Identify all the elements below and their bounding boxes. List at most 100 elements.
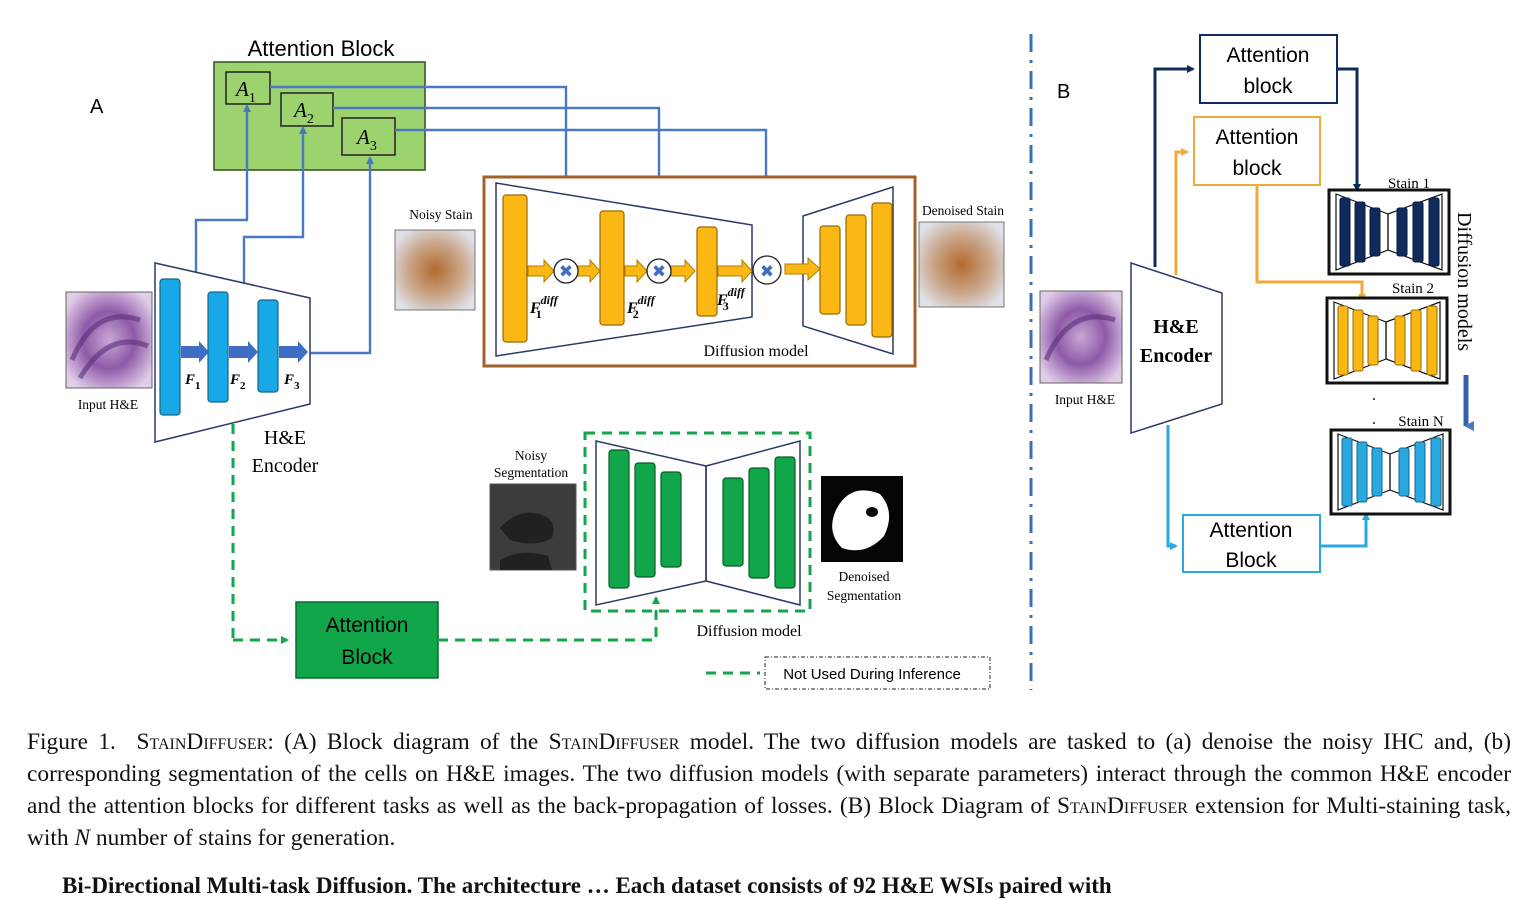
denoised-stain-image [918, 221, 1005, 308]
noisy-seg-blob [500, 512, 554, 544]
attention-a3-box [341, 117, 396, 156]
unet-up-block-3 [871, 202, 893, 338]
next-section-line: Bi-Directional Multi-task Diffusion. The… [62, 873, 1112, 898]
stain-2-label: Stain 2 [1392, 281, 1434, 297]
feature-f1: F1 [184, 372, 201, 392]
stain-n-label: Stain N [1398, 414, 1444, 430]
figure-diagram: A Attention Block A1 A2 A3 Input H&E F1 … [65, 34, 1475, 690]
sky-link-out [1320, 512, 1370, 548]
input-he-image [65, 291, 153, 389]
seg-attention-link [438, 596, 660, 642]
encoder-arrow-3 [279, 341, 308, 363]
attention-sky-label-1: Attention [1210, 519, 1293, 542]
noisy-seg-label-1: Noisy [515, 448, 548, 463]
attention-block-a [213, 61, 426, 171]
feature-f2: F2 [229, 372, 246, 392]
caption-n-variable: N [74, 825, 91, 851]
panel-b-label: B [1057, 81, 1070, 103]
svg-text:✖: ✖ [652, 262, 666, 281]
sky-link-in [1166, 425, 1178, 550]
cross-attention-nodes: ✖ ✖ ✖ [553, 255, 782, 285]
svg-text:✖: ✖ [559, 262, 573, 281]
feature-f3: F3 [283, 372, 300, 392]
unet-down-block-1 [502, 194, 528, 343]
attention-sky-label-2: Block [1225, 549, 1277, 572]
diffusion-encoder-shape [495, 182, 753, 357]
stain-n-blocks [1341, 437, 1442, 507]
noisy-seg-label-2: Segmentation [494, 465, 568, 480]
legend-box [764, 656, 991, 690]
attention-navy-label-2: block [1243, 75, 1293, 98]
stain-dot-1: . [1372, 387, 1376, 404]
he-encoder-label-2: Encoder [252, 455, 319, 477]
orange-link-out [1255, 185, 1366, 302]
stain-2-blocks [1337, 305, 1438, 376]
caption-part-2: model. The two diffusion models are task… [27, 729, 1512, 819]
attention-block-green-label-1: Attention [326, 614, 409, 637]
attention-a3-label: A3 [355, 125, 377, 154]
stain-1-blocks [1339, 197, 1440, 267]
he-encoder-b-label-1: H&E [1153, 316, 1199, 338]
denoised-seg-blob [832, 490, 890, 551]
he-encoder-b-label-2: Encoder [1140, 345, 1212, 367]
diffusion-model-label-2: Diffusion model [696, 623, 802, 640]
caption-part-4: number of stains for generation. [90, 825, 396, 851]
caption-part-1: : (A) Block diagram of the [267, 729, 549, 755]
orange-link-in [1174, 148, 1189, 275]
input-he-label-b: Input H&E [1055, 392, 1115, 407]
encoder-block-2 [207, 291, 229, 403]
diffusion-models-label: Diffusion models [1453, 212, 1475, 351]
diffusion-model-label-1: Diffusion model [703, 343, 809, 360]
attention-navy-label-1: Attention [1227, 44, 1310, 67]
stain-dot-2: . [1372, 411, 1376, 428]
input-he-texture [69, 314, 149, 380]
attention-block-green [295, 601, 439, 679]
attention-orange-label-2: block [1232, 157, 1282, 180]
unet-down-block-3 [696, 226, 718, 317]
encoder-block-3 [257, 299, 279, 393]
unet-up-block-1 [819, 225, 841, 315]
seg-diffusion-frame [583, 431, 812, 613]
svg-text:✖: ✖ [760, 262, 774, 281]
unet-up-block-2 [845, 214, 867, 326]
denoised-stain-label: Denoised Stain [922, 203, 1004, 218]
unet-flow-arrows [527, 256, 821, 284]
seg-unet-blocks [608, 449, 796, 589]
diffusion-decoder-shape [802, 185, 894, 356]
encoder-block-1 [159, 278, 181, 416]
noisy-seg-blob-2 [500, 552, 552, 570]
caption-part-3: extension for Multi-staining task, with [27, 793, 1511, 851]
encoder-arrow-1 [181, 341, 209, 363]
noisy-stain-image [394, 229, 476, 311]
seg-diffusion-decoder [705, 440, 801, 606]
caption-prefix: Figure 1. [27, 729, 116, 755]
encoder-arrow-2 [229, 341, 258, 363]
denoised-seg-hole [866, 507, 878, 517]
attention-block-title: Attention Block [248, 36, 396, 61]
he-encoder-label-1: H&E [264, 427, 306, 449]
input-he-label: Input H&E [78, 397, 138, 412]
caption-model-name-1: StainDiffuser [136, 729, 268, 755]
panel-a-label: A [90, 96, 104, 118]
input-he-b-texture [1043, 314, 1116, 362]
he-encoder-b [1130, 261, 1223, 435]
noisy-stain-label: Noisy Stain [409, 207, 473, 222]
attention-a1-label: A1 [234, 77, 256, 106]
denoised-seg-label-2: Segmentation [827, 588, 901, 603]
navy-link-in [1153, 65, 1195, 267]
attention-block-navy [1199, 34, 1338, 104]
attention-a2-box [280, 92, 334, 127]
caption-model-name-3: StainDiffuser [1057, 793, 1188, 819]
figure-caption: Figure 1. StainDiffuser: (A) Block diagr… [27, 726, 1511, 854]
legend-label: Not Used During Inference [783, 666, 961, 683]
input-he-image-b [1039, 290, 1123, 384]
attention-block-sky [1182, 514, 1321, 573]
attention-a2-label: A2 [292, 98, 314, 127]
attention-orange-label-1: Attention [1216, 126, 1299, 149]
denoised-seg-label-1: Denoised [839, 569, 890, 584]
attention-block-green-label-2: Block [341, 646, 393, 669]
stain-1-label: Stain 1 [1388, 176, 1430, 192]
